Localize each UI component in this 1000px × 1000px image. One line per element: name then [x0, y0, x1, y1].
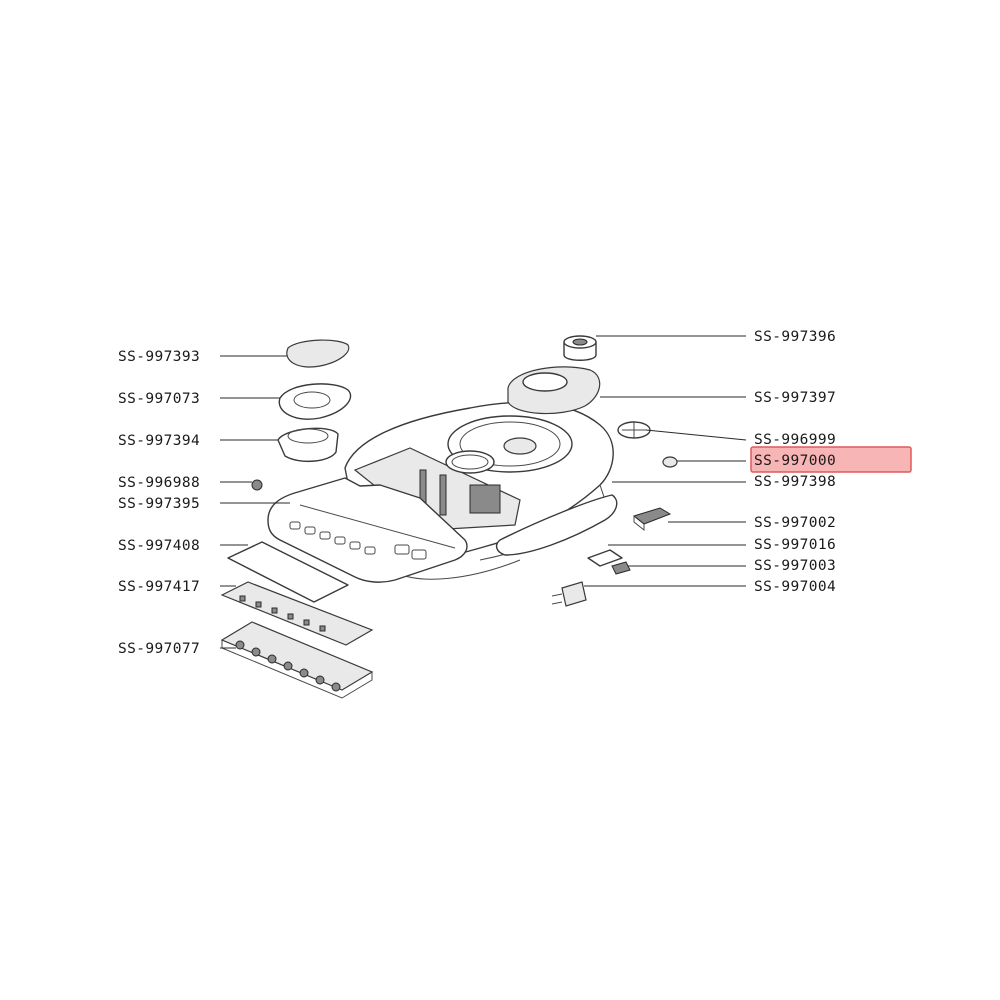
part-label[interactable]: SS-997398	[754, 474, 836, 490]
part-label[interactable]: SS-997397	[754, 390, 836, 406]
part-label[interactable]: SS-996999	[754, 432, 836, 448]
part-label[interactable]: SS-997395	[118, 496, 200, 512]
part-label[interactable]: SS-996988	[118, 475, 200, 491]
part-label[interactable]: SS-997408	[118, 538, 200, 554]
part-label[interactable]: SS-997077	[118, 641, 200, 657]
cover-part-997073[interactable]	[278, 383, 352, 420]
part-label[interactable]: SS-997393	[118, 349, 200, 365]
cap-part-997393[interactable]	[286, 339, 350, 368]
inner-lid-part-997397[interactable]	[507, 366, 601, 415]
labels-left: SS-997393 SS-997073 SS-997394 SS-996988 …	[118, 349, 200, 657]
part-label[interactable]: SS-997396	[754, 329, 836, 345]
nut-part-997000[interactable]	[662, 456, 678, 468]
film-sheet-part[interactable]	[227, 541, 349, 603]
part-label[interactable]: SS-997004	[754, 579, 836, 595]
pcb-board-part[interactable]	[220, 581, 374, 646]
leader-lines-right	[584, 335, 747, 587]
knob-part-996988[interactable]	[251, 479, 263, 491]
valve-housing-part-997394[interactable]	[277, 427, 339, 463]
part-label[interactable]: SS-997002	[754, 515, 836, 531]
control-panel-part[interactable]	[267, 477, 468, 583]
part-label-selected[interactable]: SS-997000	[754, 453, 836, 469]
sensor-part-997003[interactable]	[611, 561, 631, 575]
part-label[interactable]: SS-997417	[118, 579, 200, 595]
leader-lines-left	[220, 355, 290, 649]
pcb-assembly-part[interactable]	[220, 621, 374, 699]
part-label[interactable]: SS-997073	[118, 391, 200, 407]
panel-buttons	[289, 521, 427, 560]
valve-cap-part-997396[interactable]	[563, 335, 597, 361]
selected-label-highlight	[750, 446, 912, 473]
labels-right: SS-997396 SS-997397 SS-996999 SS-997000 …	[754, 329, 836, 595]
part-label[interactable]: SS-997003	[754, 558, 836, 574]
part-label[interactable]: SS-997016	[754, 537, 836, 553]
connector-part-997002[interactable]	[632, 507, 672, 532]
part-label[interactable]: SS-997394	[118, 433, 200, 449]
gear-part-996999[interactable]	[617, 421, 651, 439]
terminal-part-997004[interactable]	[551, 581, 587, 607]
switch-part-997016[interactable]	[587, 549, 623, 567]
